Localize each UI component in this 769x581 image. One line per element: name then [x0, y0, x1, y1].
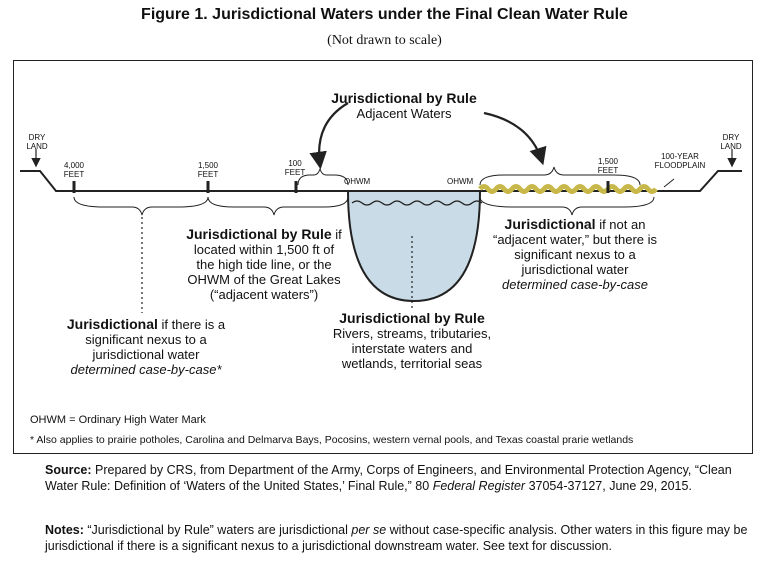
wetland-band: [478, 184, 658, 194]
right-case-line-1: “adjacent water,” but there is: [492, 232, 658, 247]
left-rule-line-3: OHWM of the Great Lakes: [187, 272, 341, 287]
center-rule-heading: Jurisdictional by Rule: [339, 310, 485, 326]
source-italic: Federal Register: [432, 479, 526, 493]
top-rule-heading: Jurisdictional by Rule: [331, 90, 477, 106]
water-surface: [351, 200, 483, 206]
bracket-left-rule: [207, 196, 349, 216]
footnote: * Also applies to prairie potholes, Caro…: [30, 434, 634, 446]
ohwm-right-label: OHWM: [447, 177, 474, 186]
distance-1500-right-label: 1,500 FEET: [597, 157, 619, 175]
ground-line: [20, 170, 348, 192]
source-text-2: 37054-37127, June 29, 2015.: [528, 479, 692, 493]
ohwm-legend: OHWM = Ordinary High Water Mark: [30, 414, 206, 426]
distance-1500-left-label: 1,500 FEET: [197, 161, 219, 179]
diagram-canvas: [20, 102, 742, 313]
bracket-left-case: [73, 196, 209, 216]
left-rule-heading: Jurisdictional by Rule: [186, 226, 332, 242]
left-rule-block: Jurisdictional by Rule if located within…: [174, 226, 354, 303]
source-label: Source:: [45, 463, 92, 477]
left-rule-line-1: located within 1,500 ft of: [193, 242, 335, 257]
left-rule-line-0: if: [335, 227, 342, 242]
top-rule-sub: Adjacent Waters: [356, 106, 452, 121]
notes-italic: per se: [351, 523, 387, 537]
dry-land-right-label: DRY LAND: [720, 133, 742, 151]
right-case-italic: determined case-by-case: [502, 277, 648, 292]
left-case-heading: Jurisdictional: [66, 316, 158, 332]
notes-label: Notes:: [45, 523, 84, 537]
left-rule-line-2: the high tide line, or the: [196, 257, 332, 272]
distance-4000-label: 4,000 FEET: [63, 161, 85, 179]
arrow-to-right: [483, 111, 547, 166]
left-case-block: Jurisdictional if there is a significant…: [56, 316, 236, 378]
bracket-right-top: [479, 166, 641, 186]
distance-100-label: 100 FEET: [284, 159, 306, 177]
center-rule-line-2: wetlands, territorial seas: [341, 356, 483, 371]
ohwm-left-label: OHWM: [344, 177, 371, 186]
bracket-right-case: [479, 196, 655, 216]
right-case-block: Jurisdictional if not an “adjacent water…: [480, 216, 670, 293]
left-case-line-1: significant nexus to a: [85, 332, 207, 347]
right-case-line-2: significant nexus to a: [514, 247, 636, 262]
right-case-line-0: if not an: [599, 217, 646, 232]
top-rule-label: Jurisdictional by Rule Adjacent Waters: [314, 90, 494, 122]
center-rule-block: Jurisdictional by Rule Rivers, streams, …: [322, 310, 502, 372]
arrow-to-left: [309, 102, 349, 170]
dry-land-left-label: DRY LAND: [26, 133, 48, 151]
notes-note: Notes: “Jurisdictional by Rule” waters a…: [45, 522, 755, 554]
floodplain-leader: [663, 178, 675, 188]
source-note: Source: Prepared by CRS, from Department…: [45, 462, 755, 494]
right-case-line-3: jurisdictional water: [521, 262, 629, 277]
notes-text-1: “Jurisdictional by Rule” waters are juri…: [87, 523, 348, 537]
source-text-1: Prepared by CRS, from Department of the …: [45, 463, 732, 493]
right-case-heading: Jurisdictional: [504, 216, 596, 232]
notes-text-2: without case-specific analysis. Other wa…: [45, 523, 748, 553]
figure-title: Figure 1. Jurisdictional Waters under th…: [141, 6, 628, 23]
left-case-line-2: jurisdictional water: [92, 347, 200, 362]
water-body: [346, 190, 482, 303]
left-case-italic: determined case-by-case*: [70, 362, 222, 377]
left-rule-line-4: (“adjacent waters”): [209, 287, 319, 302]
floodplain-label: 100-YEAR FLOODPLAIN: [654, 152, 706, 170]
center-rule-line-1: interstate waters and: [351, 341, 473, 356]
diagram-frame: DRY LAND DRY LAND 4,000 FEET 1,500 FEET …: [13, 60, 753, 454]
center-rule-line-0: Rivers, streams, tributaries,: [332, 326, 492, 341]
left-case-line-0: if there is a: [161, 317, 226, 332]
figure-subtitle: (Not drawn to scale): [327, 33, 442, 48]
